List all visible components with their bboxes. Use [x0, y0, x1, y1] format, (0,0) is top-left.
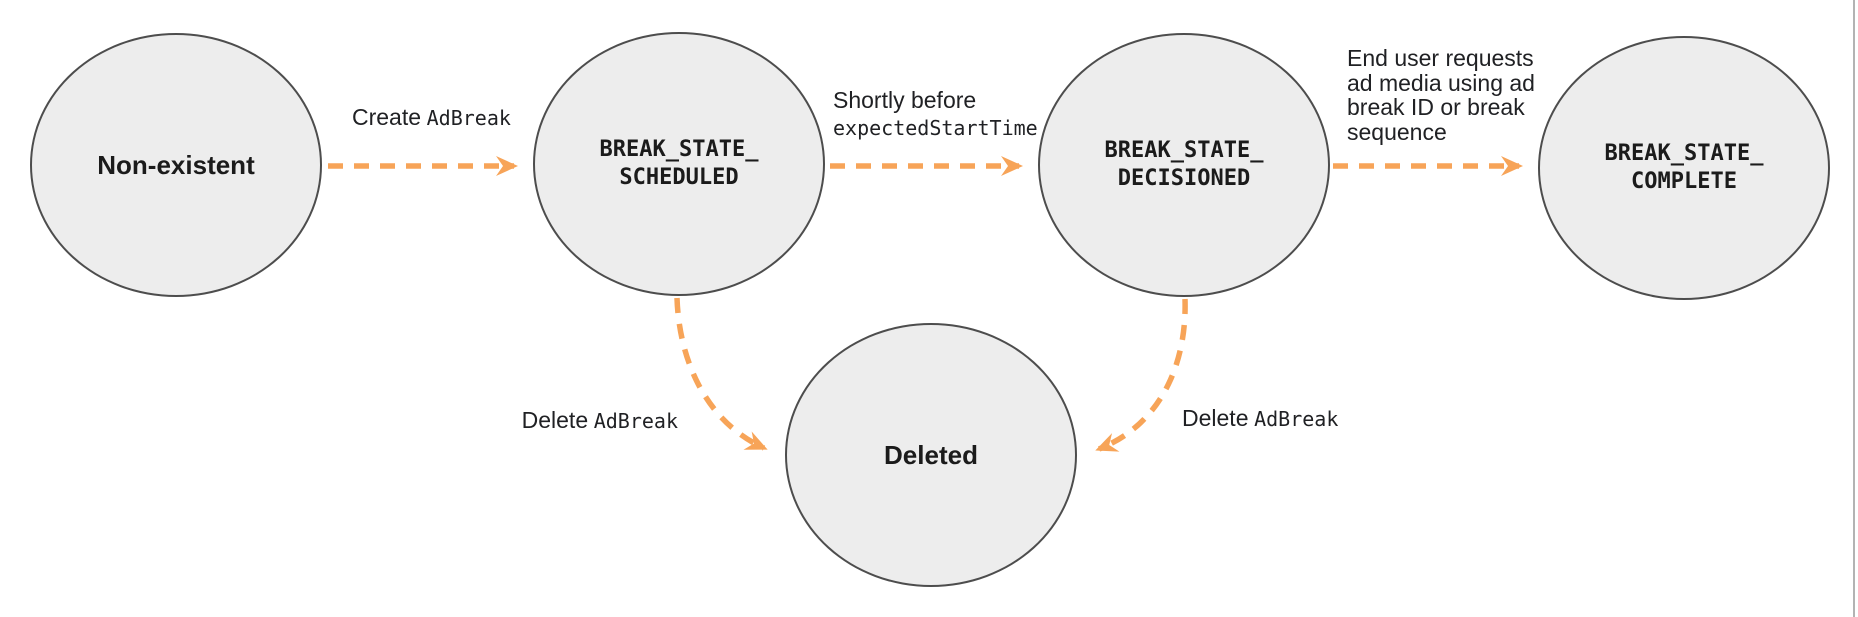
state-node-label: Non-existent: [97, 149, 255, 180]
state-node-label: BREAK_STATE_ SCHEDULED: [599, 137, 759, 190]
state-node-non-existent: Non-existent: [30, 33, 322, 297]
transition-label-shortly-before: Shortly before expectedStartTime: [833, 87, 1038, 140]
state-node-label: Deleted: [884, 439, 978, 470]
state-node-label: BREAK_STATE_ COMPLETE: [1604, 141, 1764, 194]
transition-arrow-delete-from-scheduled: [674, 297, 768, 451]
state-node-break-state-decisioned: BREAK_STATE_ DECISIONED: [1038, 33, 1330, 297]
state-node-break-state-scheduled: BREAK_STATE_ SCHEDULED: [533, 32, 825, 296]
transition-arrow-delete-from-decisioned: [1095, 298, 1188, 452]
transition-label-end-user-request: End user requests ad media using ad brea…: [1347, 45, 1535, 145]
content-right-border: [1853, 0, 1855, 617]
state-node-break-state-complete: BREAK_STATE_ COMPLETE: [1538, 36, 1830, 300]
state-node-deleted: Deleted: [785, 323, 1077, 587]
state-node-label: BREAK_STATE_ DECISIONED: [1104, 138, 1264, 191]
